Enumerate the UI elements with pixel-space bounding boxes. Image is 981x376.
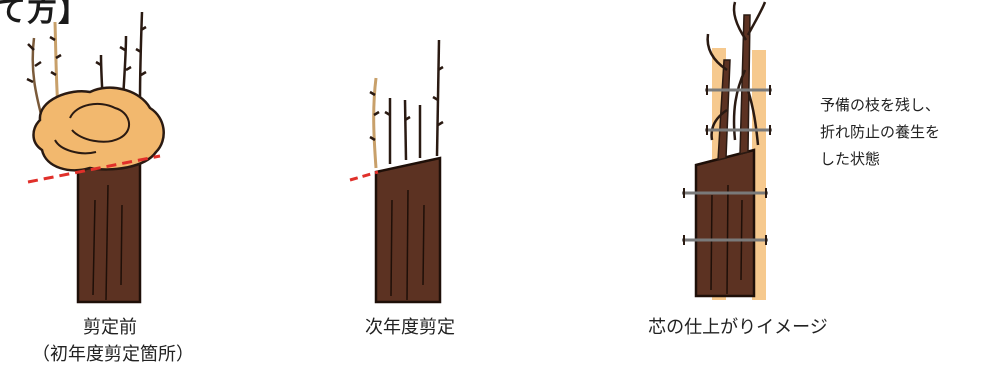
caption-line: （初年度剪定箇所）	[32, 344, 194, 365]
note-line: 予備の枝を残し、	[820, 96, 941, 114]
panel-before-pruning	[26, 11, 165, 304]
panel-finished	[682, 1, 772, 300]
caption-before-pruning: 剪定前	[40, 316, 180, 340]
annotation-note: 予備の枝を残し、 折れ防止の養生を した状態	[820, 92, 940, 173]
caption-finished: 芯の仕上がりイメージ	[618, 316, 858, 340]
note-line: 折れ防止の養生を	[820, 123, 941, 141]
trunk	[694, 148, 756, 298]
caption-line: 剪定前	[83, 317, 137, 338]
caption-before-pruning-detail: （初年度剪定箇所）	[18, 343, 208, 367]
note-line: した状態	[820, 150, 881, 168]
section-heading: て方】	[0, 0, 89, 29]
trunk	[76, 156, 142, 304]
panel-next-year	[349, 39, 444, 304]
cut-line	[27, 154, 161, 184]
ties	[682, 88, 772, 242]
caption-next-year: 次年度剪定	[340, 316, 480, 340]
caption-line: 次年度剪定	[365, 317, 455, 338]
support-stake	[752, 50, 766, 300]
cut-line	[349, 170, 379, 182]
caption-line: 芯の仕上がりイメージ	[648, 317, 828, 338]
shoots	[369, 39, 444, 169]
branches	[717, 14, 751, 161]
